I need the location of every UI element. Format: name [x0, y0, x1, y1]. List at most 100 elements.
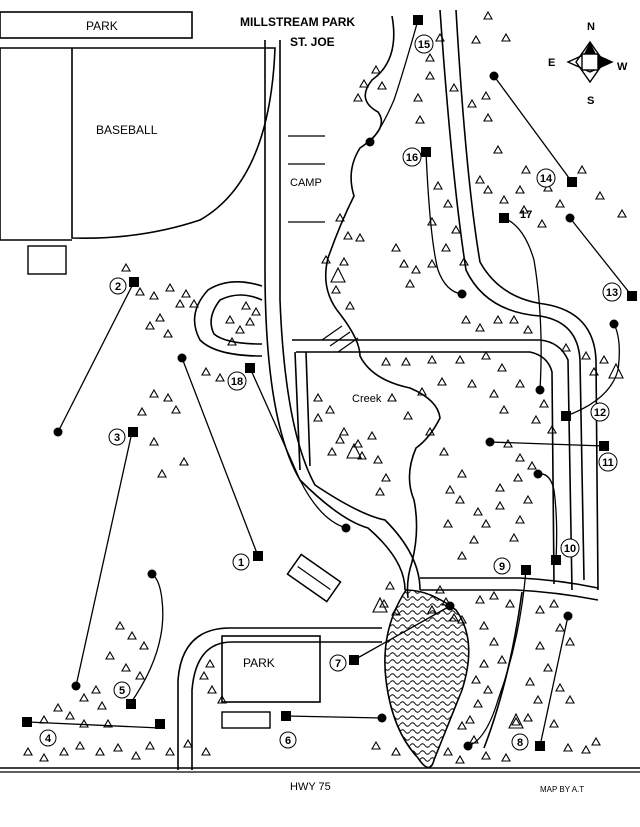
- tree-icon: [459, 256, 469, 266]
- tee-8-icon: [535, 741, 545, 751]
- trees-layer: [23, 10, 627, 764]
- hole-14: 14: [489, 71, 577, 188]
- pond: [384, 589, 470, 769]
- tree-icon: [79, 718, 89, 728]
- tree-icon: [495, 500, 505, 510]
- tree-icon: [163, 392, 173, 402]
- tree-icon: [217, 694, 227, 704]
- tree-icon: [181, 288, 191, 298]
- tree-icon: [489, 388, 499, 398]
- tree-icon: [415, 114, 425, 124]
- tree-icon: [467, 98, 477, 108]
- tree-icon: [443, 198, 453, 208]
- tree-icon: [581, 350, 591, 360]
- tree-icon: [121, 262, 131, 272]
- tree-icon: [481, 90, 491, 100]
- tree-icon: [519, 204, 529, 214]
- tree-icon: [543, 662, 553, 672]
- tree-icon: [241, 300, 251, 310]
- tree-icon: [515, 184, 525, 194]
- hole-9: 9: [463, 557, 531, 751]
- tree-icon: [469, 734, 479, 744]
- tree-icon: [565, 694, 575, 704]
- tree-icon: [493, 144, 503, 154]
- tree-icon: [437, 376, 447, 386]
- tree-icon: [201, 746, 211, 756]
- basket-13-icon: [565, 213, 575, 223]
- tree-icon: [377, 80, 387, 90]
- tree-icon: [385, 580, 395, 590]
- basket-17-icon: [535, 385, 545, 395]
- tree-icon: [157, 468, 167, 478]
- compass-north: N: [587, 21, 595, 33]
- tee-16-icon: [421, 147, 431, 157]
- hole-8-number: 8: [517, 737, 523, 749]
- compass-south: S: [587, 95, 594, 107]
- tree-icon: [205, 658, 215, 668]
- tree-icon: [489, 636, 499, 646]
- tree-icon: [371, 740, 381, 750]
- compass-west: W: [617, 61, 628, 73]
- tree-icon: [499, 404, 509, 414]
- camp-label: CAMP: [290, 177, 322, 189]
- tree-icon: [391, 746, 401, 756]
- tree-icon: [483, 112, 493, 122]
- basket-14-icon: [489, 71, 499, 81]
- tree-icon: [330, 266, 346, 283]
- tree-icon: [225, 314, 235, 324]
- tree-icon: [523, 324, 533, 334]
- tree-icon: [461, 314, 471, 324]
- tree-icon: [469, 534, 479, 544]
- tree-icon: [591, 736, 601, 746]
- hole-18: 18: [227, 363, 351, 533]
- tree-icon: [565, 636, 575, 646]
- shelter: [286, 553, 342, 603]
- tree-icon: [443, 746, 453, 756]
- park-top-box: PARK: [0, 11, 193, 39]
- tree-icon: [481, 518, 491, 528]
- tree-icon: [359, 78, 369, 88]
- tree-icon: [387, 392, 397, 402]
- tree-icon: [457, 720, 467, 730]
- basket-16-icon: [457, 289, 467, 299]
- tree-icon: [535, 604, 545, 614]
- tree-icon: [457, 468, 467, 478]
- hole-18-number: 18: [231, 376, 243, 388]
- tree-icon: [455, 754, 465, 764]
- tree-icon: [227, 336, 237, 346]
- tree-icon: [339, 426, 349, 436]
- tree-icon: [403, 410, 413, 420]
- tree-icon: [483, 10, 493, 20]
- tree-icon: [179, 456, 189, 466]
- camp-area: CAMP: [288, 135, 325, 223]
- tee-11-icon: [599, 441, 609, 451]
- hole-11: 11: [485, 437, 618, 472]
- tree-icon: [95, 746, 105, 756]
- hole-2: 2: [53, 277, 139, 437]
- tree-icon: [155, 312, 165, 322]
- tree-icon: [547, 424, 557, 434]
- tree-icon: [346, 442, 362, 459]
- tree-icon: [497, 654, 507, 664]
- tree-icon: [113, 742, 123, 752]
- tree-icon: [65, 710, 75, 720]
- hole-15-number: 15: [418, 39, 430, 51]
- tree-icon: [445, 484, 455, 494]
- tree-icon: [425, 426, 435, 436]
- tree-icon: [577, 164, 587, 174]
- tree-icon: [325, 404, 335, 414]
- tree-icon: [439, 446, 449, 456]
- tree-icon: [499, 194, 509, 204]
- tree-icon: [483, 684, 493, 694]
- tree-icon: [523, 494, 533, 504]
- tree-icon: [589, 366, 599, 376]
- tree-icon: [511, 716, 521, 726]
- tree-icon: [375, 486, 385, 496]
- hole-6-number: 6: [285, 735, 291, 747]
- tree-icon: [367, 430, 377, 440]
- tee-5-icon: [126, 699, 136, 709]
- hole-12-number: 12: [594, 407, 606, 419]
- tee-3-icon: [128, 427, 138, 437]
- hole-4: 4: [22, 717, 165, 747]
- hole-16: 16: [402, 147, 467, 299]
